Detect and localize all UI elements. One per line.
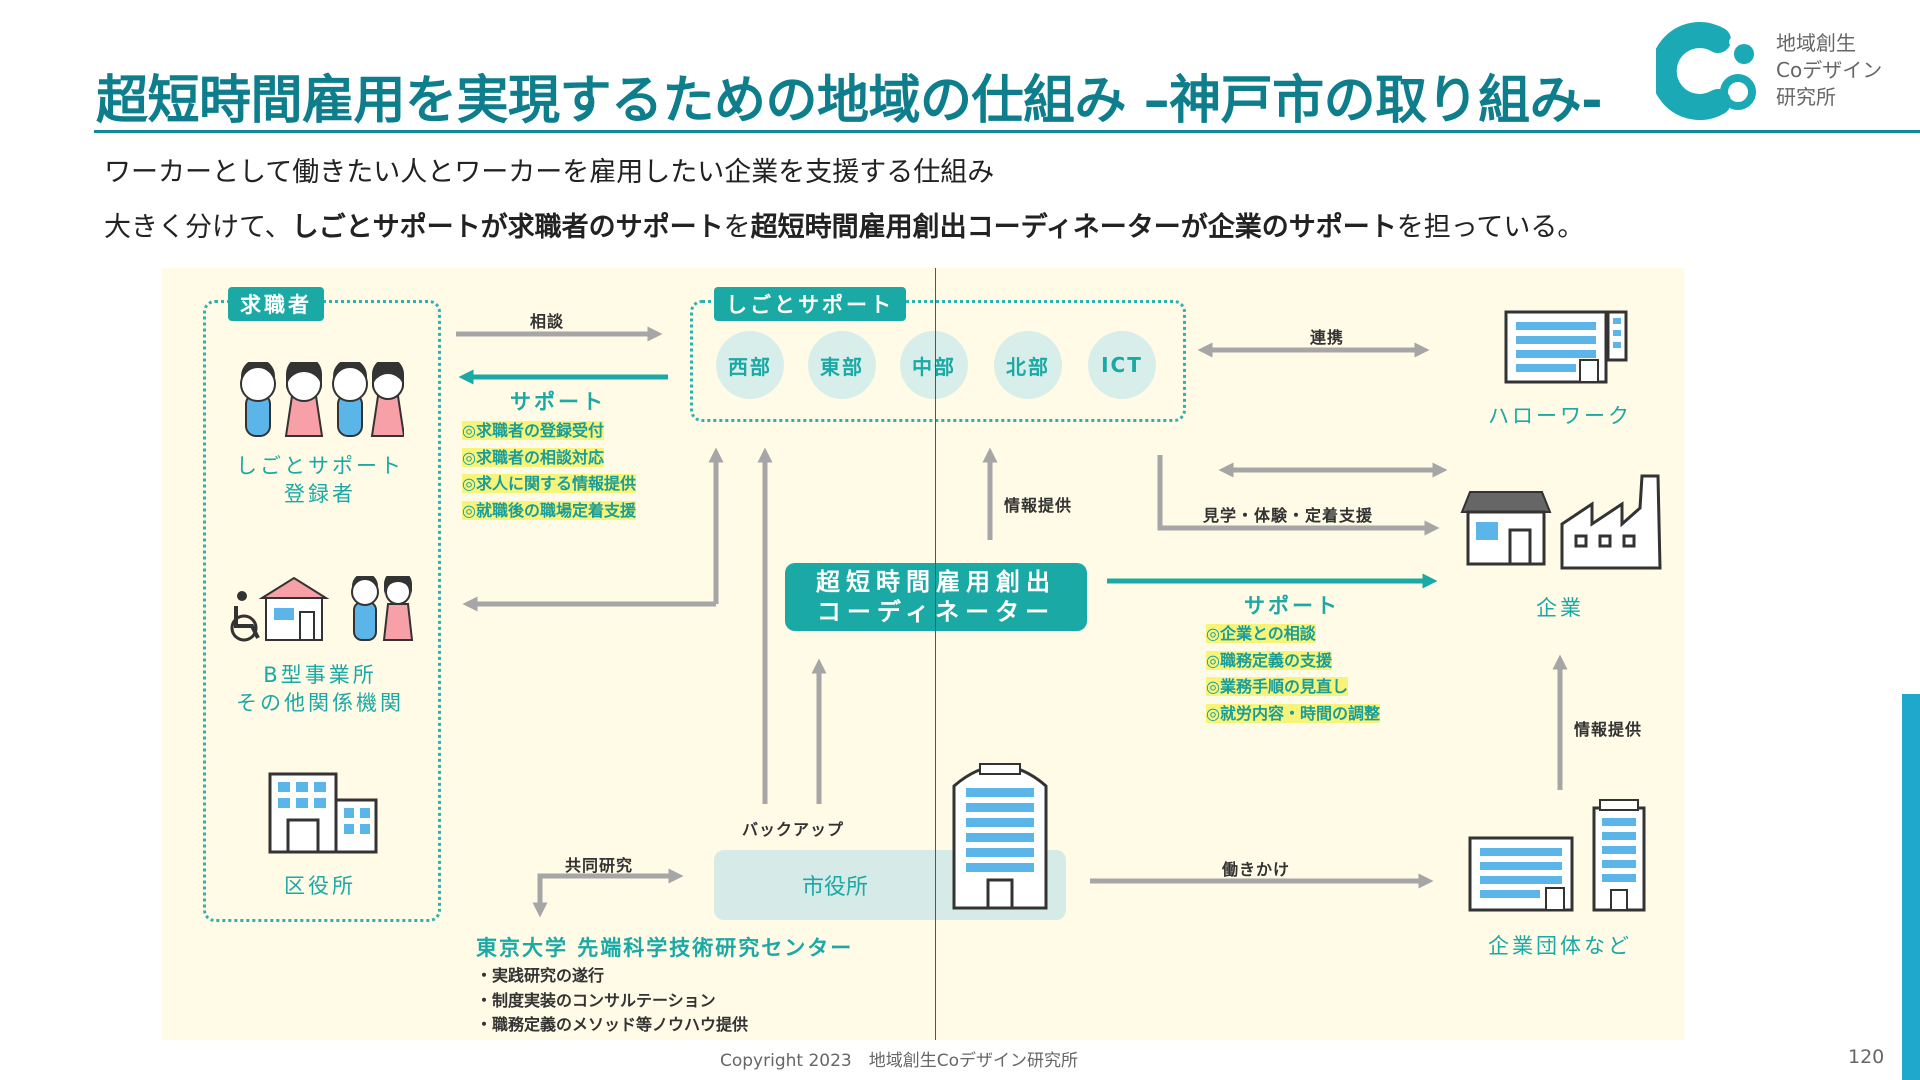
list-item: ◎求人に関する情報提供	[462, 474, 636, 493]
ward-office-icon	[268, 772, 378, 854]
company-icon	[1460, 474, 1662, 570]
list-item: ◎業務手順の見直し	[1206, 677, 1348, 696]
shigoto-support-tag: しごとサポート	[714, 287, 906, 321]
branch-east: 東部	[808, 331, 876, 399]
list-item: ・職務定義のメソッド等ノウハウ提供	[476, 1015, 749, 1034]
job-seekers-tag: 求職者	[228, 287, 324, 321]
coordinator-box: 超短時間雇用創出 コーディネーター	[785, 563, 1087, 631]
city-hall-label: 市役所	[801, 875, 868, 900]
center-guide-line	[935, 268, 936, 1040]
page-number: 120	[1848, 1046, 1885, 1068]
intro-text: を担っている。	[1396, 212, 1585, 243]
university-name: 東京大学 先端科学技術研究センター	[476, 936, 854, 960]
city-hall-building-icon	[952, 763, 1048, 910]
intro-emphasis: しごとサポートが求職者のサポート	[291, 212, 724, 243]
intro-text: 大きく分けて、	[104, 212, 292, 243]
hello-work-icon	[1504, 310, 1628, 384]
company-support-list: ◎企業との相談 ◎職務定義の支援 ◎業務手順の見直し ◎就労内容・時間の調整	[1206, 621, 1380, 727]
renkei-label: 連携	[1310, 328, 1345, 347]
business-groups-icon	[1468, 799, 1646, 912]
ward-office-label: 区役所	[284, 874, 356, 898]
consult-label: 相談	[530, 312, 565, 331]
university-notes: ・実践研究の遂行 ・制度実装のコンサルテーション ・職務定義のメソッド等ノウハウ…	[476, 964, 748, 1038]
backup-label: バックアップ	[742, 820, 845, 839]
facility-icon	[230, 576, 414, 642]
seeker-support-list: ◎求職者の登録受付 ◎求職者の相談対応 ◎求人に関する情報提供 ◎就職後の職場定…	[462, 418, 636, 524]
copyright: Copyright 2023 地域創生Coデザイン研究所	[720, 1051, 1079, 1071]
company-label: 企業	[1536, 596, 1584, 620]
info-right-label: 情報提供	[1574, 720, 1643, 739]
support-left-label: サポート	[510, 390, 606, 414]
title-divider	[94, 130, 1920, 133]
branch-north: 北部	[994, 331, 1062, 399]
list-item: ・制度実装のコンサルテーション	[476, 990, 716, 1010]
list-item: ◎就労内容・時間の調整	[1206, 703, 1380, 723]
intro-text: を	[723, 212, 751, 243]
branch-west: 西部	[716, 331, 784, 399]
page-title: 超短時間雇用を実現するための地域の仕組み –神戸市の取り組み-	[96, 71, 1603, 131]
list-item: ◎求職者の相談対応	[462, 447, 604, 467]
hello-work-label: ハローワーク	[1488, 404, 1632, 428]
info-center-label: 情報提供	[1004, 496, 1073, 515]
list-item: ◎求職者の登録受付	[462, 421, 604, 440]
list-item: ◎就職後の職場定着支援	[462, 500, 636, 520]
intro-emphasis: 超短時間雇用創出コーディネーターが企業のサポート	[750, 212, 1397, 243]
branch-ict: ICT	[1088, 331, 1156, 399]
branch-central: 中部	[900, 331, 968, 399]
joint-research-label: 共同研究	[565, 856, 634, 875]
accent-bar	[1902, 694, 1920, 1080]
people-icon	[240, 362, 404, 437]
visit-support-label: 見学・体験・定着支援	[1203, 506, 1374, 525]
logo-text: 地域創生 Coデザイン 研究所	[1776, 31, 1883, 109]
facility-group-label: B型事業所 その他関係機関	[236, 663, 404, 715]
support-right-label: サポート	[1244, 594, 1340, 618]
list-item: ◎職務定義の支援	[1206, 650, 1332, 670]
business-groups-label: 企業団体など	[1488, 934, 1632, 958]
intro-line-1: ワーカーとして働きたい人とワーカーを雇用したい企業を支援する仕組み	[104, 157, 995, 188]
shigoto-support-group	[690, 300, 1186, 422]
seeker-group-label: しごとサポート 登録者	[236, 454, 404, 506]
list-item: ・実践研究の遂行	[476, 966, 605, 985]
approach-label: 働きかけ	[1222, 860, 1291, 879]
list-item: ◎企業との相談	[1206, 624, 1316, 643]
intro-line-2: 大きく分けて、しごとサポートが求職者のサポートを超短時間雇用創出コーディネーター…	[104, 205, 1584, 244]
logo-mark	[1656, 22, 1756, 120]
